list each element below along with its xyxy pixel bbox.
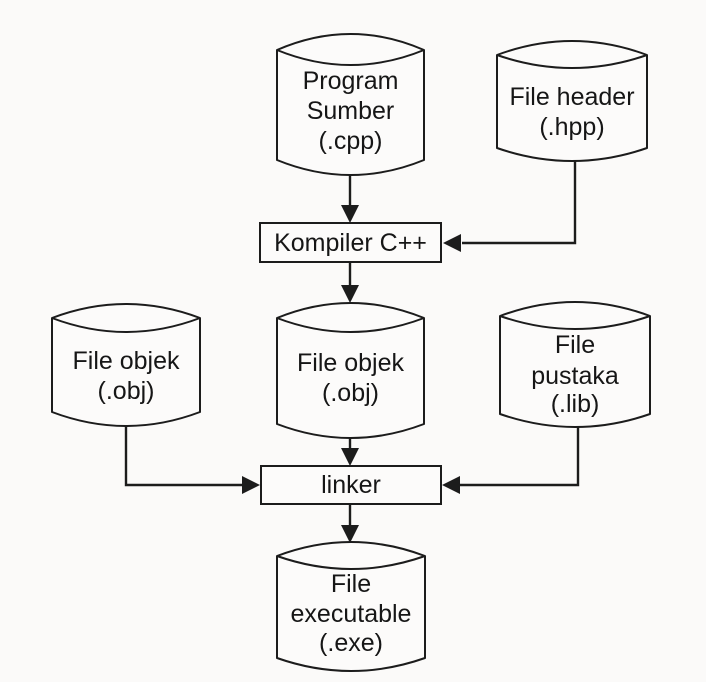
cylinder-top-arc-icon	[499, 315, 651, 330]
node-label: File objek	[297, 349, 404, 377]
arrowhead-down-icon	[341, 285, 359, 303]
edge-file-objek-tengah-to-linker	[341, 438, 359, 466]
node-label: File	[331, 570, 371, 598]
node-label: File header	[509, 83, 634, 111]
node-label: (.lib)	[551, 390, 600, 418]
edge-file-pustaka-to-linker	[442, 427, 580, 494]
node-label: executable	[291, 600, 412, 628]
node-file-objek-kiri: File objek (.obj)	[51, 303, 201, 427]
edge-program-sumber-to-kompiler	[341, 174, 359, 223]
cylinder-shape-icon	[276, 302, 425, 439]
node-kompiler: Kompiler C++	[259, 222, 442, 263]
node-file-header: File header (.hpp)	[496, 40, 648, 162]
cylinder-shape-icon	[276, 541, 426, 672]
node-label: (.obj)	[98, 377, 155, 405]
cylinder-top-arc-icon	[496, 54, 648, 69]
node-label: File	[555, 331, 595, 359]
arrowhead-down-icon	[341, 205, 359, 223]
edge-file-objek-kiri-to-linker	[124, 426, 260, 494]
node-label: (.hpp)	[539, 113, 604, 141]
cylinder-shape-icon	[276, 33, 425, 176]
arrowhead-left-icon	[442, 476, 460, 494]
arrowhead-down-icon	[341, 448, 359, 466]
arrowhead-left-icon	[443, 234, 461, 252]
cylinder-top-arc-icon	[276, 317, 425, 333]
edge-file-header-to-kompiler	[443, 161, 577, 252]
cylinder-shape-icon	[499, 301, 651, 428]
node-label: Program	[303, 67, 399, 95]
node-label: (.cpp)	[319, 127, 383, 155]
cylinder-top-arc-icon	[276, 49, 425, 66]
node-label: Kompiler C++	[274, 229, 427, 257]
edge-linker-to-executable	[341, 504, 359, 543]
node-file-objek-tengah: File objek (.obj)	[276, 302, 425, 439]
process-box-shape	[259, 222, 442, 263]
arrowhead-down-icon	[341, 525, 359, 543]
node-label: pustaka	[531, 362, 619, 390]
cylinder-shape-icon	[51, 303, 201, 427]
edge-line	[124, 426, 243, 487]
node-program-sumber: Program Sumber (.cpp)	[276, 33, 425, 176]
edge-line	[462, 161, 577, 245]
cylinder-shape-icon	[496, 40, 648, 162]
cylinder-top-arc-icon	[276, 555, 426, 570]
arrowhead-right-icon	[242, 476, 260, 494]
node-file-executable: File executable (.exe)	[276, 541, 426, 672]
edge-line	[459, 427, 580, 487]
node-file-pustaka: File pustaka (.lib)	[499, 301, 651, 428]
node-label: File objek	[73, 347, 180, 375]
edge-kompiler-to-file-objek	[341, 262, 359, 303]
node-label: linker	[321, 471, 381, 499]
node-label: (.exe)	[319, 629, 383, 657]
node-label: Sumber	[307, 97, 395, 125]
process-box-shape	[260, 465, 442, 505]
cylinder-top-arc-icon	[51, 317, 201, 333]
node-linker: linker	[260, 465, 442, 505]
node-label: (.obj)	[322, 379, 379, 407]
